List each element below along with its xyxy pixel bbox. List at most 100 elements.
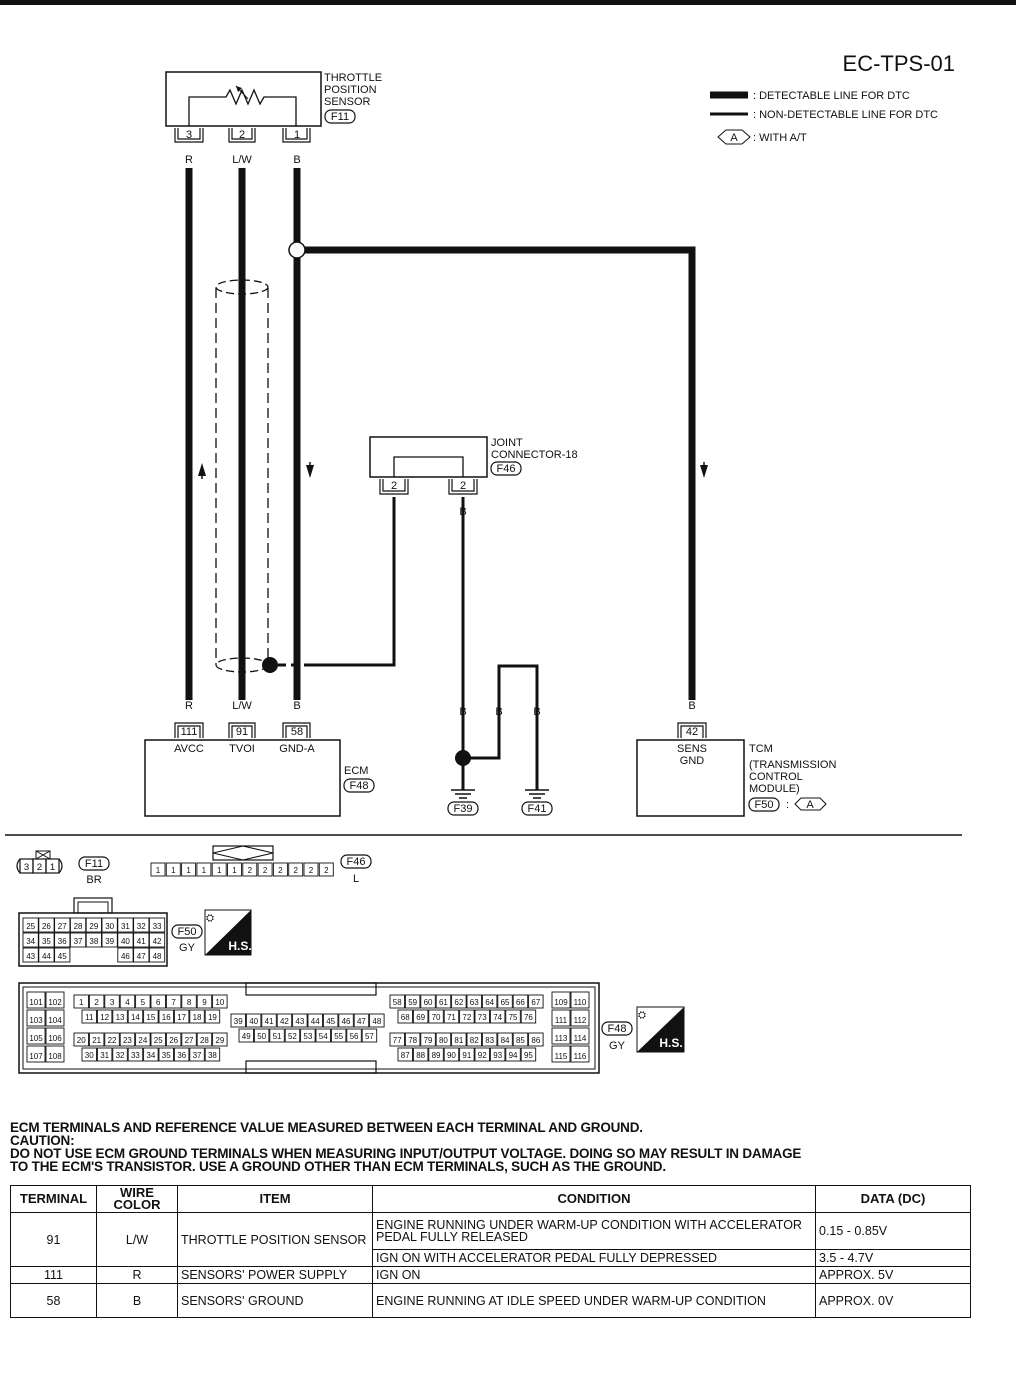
f50-pin: 31 xyxy=(121,922,130,931)
f48-pin-cell xyxy=(112,1009,128,1024)
f48-pin: 23 xyxy=(123,1036,132,1045)
f48-pin-cell xyxy=(300,1028,316,1043)
cell-condition: IGN ON xyxy=(372,1266,816,1284)
f48-pin-cell xyxy=(112,1047,128,1062)
f48-pin: 38 xyxy=(208,1051,217,1060)
f48-pin: 28 xyxy=(200,1036,209,1045)
f48-pin: 40 xyxy=(249,1017,258,1026)
f50-pin: 27 xyxy=(58,922,67,931)
f48-pin-cell xyxy=(443,1009,460,1024)
f48-pin-cell xyxy=(204,1009,221,1024)
f48-pin: 104 xyxy=(48,1016,62,1025)
f50-pin-cell xyxy=(117,932,134,948)
note-caution-line-2: TO THE ECM'S TRANSISTOR. USE A GROUND OT… xyxy=(10,1159,666,1174)
cell-data: APPROX. 5V xyxy=(815,1266,971,1284)
table-row: 58 B SENSORS' GROUND ENGINE RUNNING AT I… xyxy=(10,1283,971,1318)
f46-pin: 2 xyxy=(278,866,283,875)
f48-pin-cell xyxy=(369,1013,385,1028)
f48-pin-cell xyxy=(353,1013,370,1028)
f48-pin: 47 xyxy=(357,1017,366,1026)
cell-data: 0.15 - 0.85V xyxy=(815,1212,971,1250)
table-header-row: TERMINAL WIRE COLOR ITEM CONDITION DATA … xyxy=(10,1185,971,1213)
f48-pin-cell xyxy=(45,1009,65,1027)
ecm-pin-58: 58 xyxy=(291,726,303,738)
tcm-pin-name-2: GND xyxy=(680,755,705,767)
cell-condition: ENGINE RUNNING AT IDLE SPEED UNDER WARM-… xyxy=(372,1283,816,1318)
ecm-notes: ECM TERMINALS AND REFERENCE VALUE MEASUR… xyxy=(10,1121,970,1174)
f46-pin-cell xyxy=(257,862,273,877)
f50-pin: 38 xyxy=(89,937,98,946)
f48-pin: 10 xyxy=(215,998,224,1007)
tcm-pin-name-1: SENS xyxy=(677,743,707,755)
splice-ground xyxy=(455,750,471,766)
tps-wire-r: R xyxy=(185,154,193,166)
f48-pin: 31 xyxy=(100,1051,109,1060)
f48-pin: 29 xyxy=(215,1036,224,1045)
f48-pin: 78 xyxy=(408,1036,417,1045)
f50-color: GY xyxy=(179,942,196,954)
f48-pin-cell xyxy=(127,1009,144,1024)
f48-pin-cell xyxy=(150,994,166,1009)
f48-pin-cell xyxy=(88,1032,105,1047)
f48-pin: 94 xyxy=(509,1051,518,1060)
ecm-wire-b: B xyxy=(293,700,300,712)
table-row: IGN ON WITH ACCELERATOR PEDAL FULLY DEPR… xyxy=(11,1249,971,1267)
f48-pin: 24 xyxy=(138,1036,147,1045)
f48-pin: 106 xyxy=(48,1034,62,1043)
f48-pin-cell xyxy=(497,1032,513,1047)
f11-code: F11 xyxy=(85,858,103,870)
f48-pin-cell xyxy=(481,1032,498,1047)
ecm-pin-91: 91 xyxy=(236,726,248,738)
tcm-label-2: (TRANSMISSION xyxy=(749,759,836,771)
f48-pin-cell xyxy=(435,994,452,1009)
f50-pin: 43 xyxy=(26,952,35,961)
f50-pin: 47 xyxy=(137,952,146,961)
f48-pin-cell xyxy=(181,994,197,1009)
cell-wire: B xyxy=(96,1283,178,1318)
ecm-block: R L/W B 111 91 58 AVCC TVOI GND-A ECM F4… xyxy=(144,700,375,817)
f48-pin-cell xyxy=(135,994,151,1009)
f50-pin-cell xyxy=(69,932,87,948)
f50-pin: 37 xyxy=(74,937,83,946)
f50-pin-cell xyxy=(22,917,39,933)
f48-pin: 55 xyxy=(334,1032,343,1041)
f50-pin-cell xyxy=(54,932,71,948)
diagram-id: EC-TPS-01 xyxy=(843,51,955,76)
f48-pin: 61 xyxy=(439,998,448,1007)
f48-pin: 108 xyxy=(48,1052,62,1061)
f48-pin-cell xyxy=(150,1032,166,1047)
ecm-wire-r: R xyxy=(185,700,193,712)
gnd-wire-3: B xyxy=(533,706,540,718)
ecm-terminal-table: TERMINAL WIRE COLOR ITEM CONDITION DATA … xyxy=(10,1185,971,1318)
f48-pin: 116 xyxy=(574,1052,587,1061)
f46-pin: 1 xyxy=(156,866,161,875)
f46-code: F46 xyxy=(347,856,366,868)
f50-pin-cell xyxy=(22,932,39,948)
f48-pin-cell xyxy=(570,1045,590,1063)
f48-pin-cell xyxy=(466,994,482,1009)
f48-pin-cell xyxy=(489,1047,506,1062)
tps-pin-3: 3 xyxy=(186,129,192,141)
f48-pin: 42 xyxy=(280,1017,289,1026)
f48-pin-cell xyxy=(389,994,405,1009)
f48-pin-cell xyxy=(45,1027,65,1045)
f48-pin-cell xyxy=(435,1032,452,1047)
f48-pin-cell xyxy=(158,1047,174,1062)
f48-pin: 113 xyxy=(555,1034,568,1043)
f50-pin: 33 xyxy=(153,922,162,931)
f48-pin-cell xyxy=(261,1013,277,1028)
cell-terminal: 91 xyxy=(10,1212,97,1267)
f46-pin-cell xyxy=(227,862,242,877)
f48-pin-cell xyxy=(505,1009,521,1024)
f48-pin: 101 xyxy=(29,998,43,1007)
tps-wire-b: B xyxy=(293,154,300,166)
f46-pin: 2 xyxy=(324,866,329,875)
wires xyxy=(185,168,696,790)
f48-pin: 102 xyxy=(48,998,62,1007)
f48-pin-cell xyxy=(45,1045,65,1063)
f48-pin-cell xyxy=(173,1009,190,1024)
f48-pin: 92 xyxy=(478,1051,487,1060)
f48-pin-cell xyxy=(428,1047,444,1062)
f11-color: BR xyxy=(86,874,101,886)
